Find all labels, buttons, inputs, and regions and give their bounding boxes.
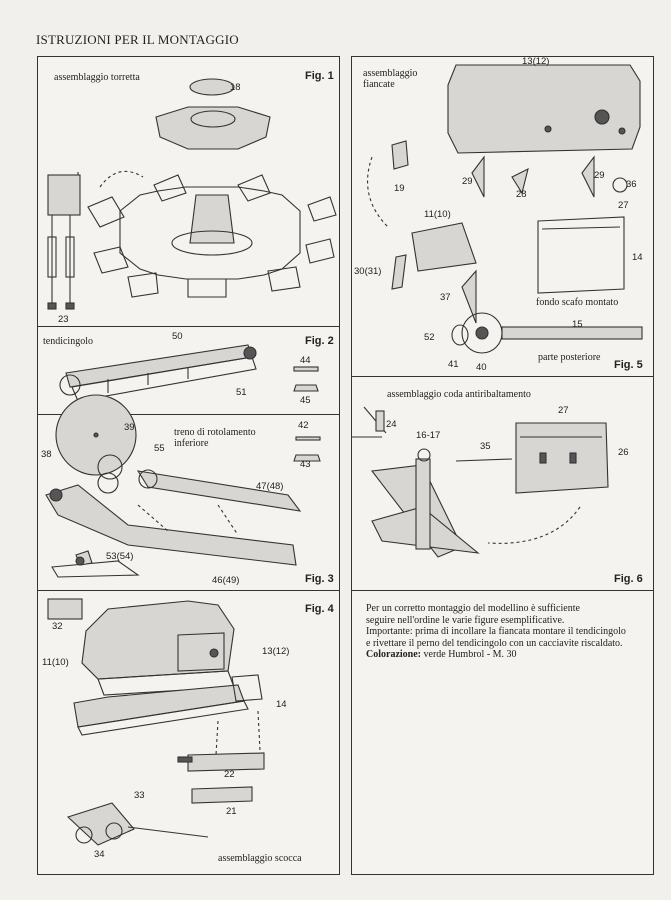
part-21-label: 21: [226, 806, 237, 817]
part-32-label: 32: [52, 621, 63, 632]
part-14-label: 14: [276, 699, 287, 710]
figure-6-label: Fig. 6: [614, 573, 643, 585]
part-30-label: 30(31): [354, 266, 382, 277]
part-34-label: 34: [94, 849, 105, 860]
part-50-label: 50: [172, 331, 183, 342]
part-40-label: 40: [476, 362, 487, 373]
figure-4-label: Fig. 4: [305, 603, 334, 615]
part-51-label: 51: [236, 387, 247, 398]
figure-1-label: Fig. 1: [305, 70, 334, 82]
part-29a-label: 29: [462, 176, 473, 187]
assembly-notes: Per un corretto montaggio del modellino …: [366, 603, 656, 661]
part-39-label: 39: [124, 422, 135, 433]
part-33-label: 33: [134, 790, 145, 801]
part-15-label: 15: [572, 319, 583, 330]
figure-3-panel: treno di rotolamento inferiore Fig. 3 39…: [37, 394, 340, 592]
figure-5-caption-rear: parte posteriore: [538, 352, 601, 363]
figure-2-label: Fig. 2: [305, 335, 334, 347]
part-13-label: 13(12): [262, 646, 290, 657]
figure-5-caption: assemblaggio fiancate: [363, 68, 418, 90]
notes-line-4: e rivettare il perno del tendicingolo co…: [366, 637, 623, 649]
side-plate-assembly-drawing: [367, 64, 643, 354]
part-14-label: 14: [632, 252, 643, 263]
part-16-17-label: 16-17: [416, 430, 441, 441]
notes-line-1: Per un corretto montaggio del modellino …: [366, 603, 580, 614]
color-value: verde Humbrol - M. 30: [421, 649, 517, 660]
part-28-label: 28: [516, 189, 527, 200]
figure-3-caption: treno di rotolamento inferiore: [174, 427, 256, 449]
part-11-label: 11(10): [42, 657, 69, 668]
part-46-label: 46(49): [212, 575, 240, 586]
part-36-label: 36: [626, 179, 637, 190]
figure-4-caption: assemblaggio scocca: [218, 853, 302, 864]
figure-5-label: Fig. 5: [614, 359, 643, 371]
figure-4-panel: Fig. 4 assemblaggio scocca 32 11(10) 13(…: [37, 590, 340, 875]
running-gear-drawing: [45, 394, 321, 578]
part-42-label: 42: [298, 420, 309, 431]
part-11-label: 11(10): [424, 209, 451, 220]
part-38-label: 38: [41, 449, 52, 460]
figure-1-panel: assemblaggio torretta Fig. 1 18 23: [37, 56, 340, 328]
part-22-label: 22: [224, 769, 235, 780]
figure-2-caption: tendicingolo: [43, 336, 93, 347]
part-27-label: 27: [618, 200, 629, 211]
part-53-label: 53(54): [106, 551, 134, 562]
notes-color: Colorazione: verde Humbrol - M. 30: [366, 649, 656, 661]
hull-assembly-drawing: [47, 598, 265, 846]
figure-6-panel: assemblaggio coda antiribaltamento Fig. …: [351, 376, 654, 592]
anti-tip-tail-drawing: [352, 406, 609, 558]
figure-6-caption: assemblaggio coda antiribaltamento: [387, 389, 531, 400]
part-47-label: 47(48): [256, 481, 284, 492]
part-43-label: 43: [300, 459, 311, 470]
figure-3-label: Fig. 3: [305, 573, 334, 585]
notes-panel: [351, 590, 654, 875]
page-title: ISTRUZIONI PER IL MONTAGGIO: [36, 32, 239, 47]
part-26-label: 26: [618, 447, 629, 458]
part-24-label: 24: [386, 419, 397, 430]
turret-drawing: [47, 78, 337, 310]
track-tensioner-drawing: [59, 344, 319, 402]
color-label: Colorazione:: [366, 649, 421, 660]
figure-1-caption: assemblaggio torretta: [54, 72, 140, 83]
notes-line-2: seguire nell'ordine le varie figure esem…: [366, 614, 565, 626]
part-45-label: 45: [300, 395, 311, 406]
part-41-label: 41: [448, 359, 459, 370]
part-27-label: 27: [558, 405, 569, 416]
part-19-label: 19: [394, 183, 405, 194]
part-23-label: 23: [58, 314, 69, 325]
part-35-label: 35: [480, 441, 491, 452]
part-18-label: 18: [230, 82, 241, 93]
figure-5-panel: assemblaggio fiancate Fig. 5 13(12) 19 2…: [351, 56, 654, 378]
part-52-label: 52: [424, 332, 435, 343]
notes-line-3: Importante: prima di incollare la fianca…: [366, 626, 626, 637]
part-29b-label: 29: [594, 170, 605, 181]
part-13-label: 13(12): [522, 56, 550, 67]
part-37-label: 37: [440, 292, 451, 303]
part-55-label: 55: [154, 443, 165, 454]
figure-5-caption-hull-bottom: fondo scafo montato: [536, 297, 619, 308]
part-44-label: 44: [300, 355, 311, 366]
